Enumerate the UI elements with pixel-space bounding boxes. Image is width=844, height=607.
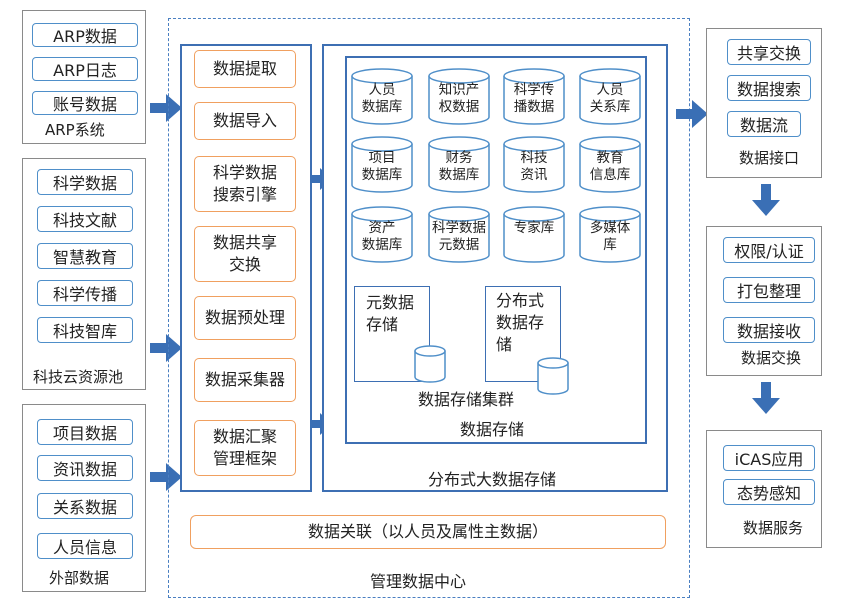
database-cylinder: 科学数据 元数据 bbox=[427, 206, 491, 264]
metadata-storage-label: 元数据 存储 bbox=[366, 293, 415, 334]
func-import: 数据导入 bbox=[194, 102, 296, 140]
packaging-item: 打包整理 bbox=[723, 277, 815, 303]
database-cylinder: 知识产 权数据 bbox=[427, 68, 491, 126]
database-label: 教育 信息库 bbox=[589, 150, 631, 183]
database-icon bbox=[503, 206, 565, 263]
arrow-func-to-storage-bottom bbox=[310, 413, 332, 435]
database-label: 知识产 权数据 bbox=[438, 82, 480, 115]
database-icon bbox=[351, 206, 413, 263]
database-cylinder: 资产 数据库 bbox=[350, 206, 414, 264]
data-storage-title: 数据存储 bbox=[460, 420, 525, 439]
data-receive-item: 数据接收 bbox=[723, 317, 815, 343]
account-data-item: 账号数据 bbox=[32, 91, 138, 115]
arrow-func-to-storage-top bbox=[310, 168, 332, 190]
relation-data-item: 关系数据 bbox=[37, 493, 133, 519]
database-cylinder: 教育 信息库 bbox=[578, 136, 642, 194]
science-data-item: 科学数据 bbox=[37, 169, 133, 195]
database-label: 科学数据 元数据 bbox=[432, 220, 486, 253]
sci-thinktank-item: 科技智库 bbox=[37, 317, 133, 343]
database-icon bbox=[579, 136, 641, 193]
data-stream-item: 数据流 bbox=[727, 111, 801, 137]
smart-education-item: 智慧教育 bbox=[37, 243, 133, 269]
database-cylinder: 项目 数据库 bbox=[350, 136, 414, 194]
data-service-title: 数据服务 bbox=[743, 519, 804, 537]
database-cylinder: 财务 数据库 bbox=[427, 136, 491, 194]
distributed-cylinder-icon bbox=[537, 357, 569, 395]
data-exchange-title: 数据交换 bbox=[741, 349, 802, 367]
arp-log-item: ARP日志 bbox=[32, 57, 138, 81]
database-label: 财务 数据库 bbox=[438, 150, 480, 183]
database-icon bbox=[579, 206, 641, 263]
database-icon bbox=[503, 136, 565, 193]
func-search-engine: 科学数据 搜索引擎 bbox=[194, 156, 296, 212]
arrow-cloud-to-center bbox=[150, 334, 182, 362]
func-share-exchange: 数据共享 交换 bbox=[194, 226, 296, 282]
func-aggregation-framework: 数据汇聚 管理框架 bbox=[194, 420, 296, 476]
data-service-group: iCAS应用 态势感知 数据服务 bbox=[706, 430, 822, 548]
distributed-storage-title: 分布式大数据存储 bbox=[428, 470, 557, 489]
icas-app-item: iCAS应用 bbox=[723, 445, 815, 471]
data-association-bar: 数据关联（以人员及属性主数据） bbox=[190, 515, 666, 549]
data-exchange-group: 权限/认证 打包整理 数据接收 数据交换 bbox=[706, 226, 822, 376]
sci-communication-item: 科学传播 bbox=[37, 280, 133, 306]
arrow-arp-to-center bbox=[150, 94, 182, 122]
func-collector: 数据采集器 bbox=[194, 358, 296, 402]
arrow-external-to-center bbox=[150, 463, 182, 491]
database-icon bbox=[428, 206, 490, 263]
database-label: 科学传 播数据 bbox=[513, 82, 555, 115]
database-label: 科技 资讯 bbox=[520, 150, 548, 183]
database-cylinder: 科技 资讯 bbox=[502, 136, 566, 194]
database-cylinder: 专家库 bbox=[502, 206, 566, 264]
database-label: 项目 数据库 bbox=[361, 150, 403, 183]
database-icon bbox=[351, 68, 413, 125]
storage-cluster-title: 数据存储集群 bbox=[418, 390, 515, 409]
distributed-storage-label: 分布式 数据存 储 bbox=[496, 291, 545, 354]
project-data-item: 项目数据 bbox=[37, 419, 133, 445]
arrow-center-to-interface bbox=[676, 100, 708, 128]
database-label: 人员 关系库 bbox=[589, 82, 631, 115]
metadata-cylinder-icon bbox=[414, 345, 446, 383]
share-exchange-item: 共享交换 bbox=[727, 39, 811, 65]
data-interface-group: 共享交换 数据搜索 数据流 数据接口 bbox=[706, 28, 822, 178]
database-icon bbox=[503, 68, 565, 125]
arrow-interface-to-exchange bbox=[752, 184, 780, 216]
management-data-center-title: 管理数据中心 bbox=[370, 572, 467, 591]
database-label: 资产 数据库 bbox=[361, 220, 403, 253]
news-data-item: 资讯数据 bbox=[37, 455, 133, 481]
management-data-center-frame bbox=[168, 18, 690, 598]
person-info-item: 人员信息 bbox=[37, 533, 133, 559]
arrow-exchange-to-service bbox=[752, 382, 780, 414]
arp-data-item: ARP数据 bbox=[32, 23, 138, 47]
func-extract: 数据提取 bbox=[194, 50, 296, 88]
data-search-item: 数据搜索 bbox=[727, 75, 811, 101]
arp-system-title: ARP系统 bbox=[45, 121, 105, 139]
cloud-resource-title: 科技云资源池 bbox=[33, 368, 124, 386]
database-icon bbox=[428, 68, 490, 125]
external-data-title: 外部数据 bbox=[49, 569, 110, 587]
external-data-group: 项目数据 资讯数据 关系数据 人员信息 外部数据 bbox=[22, 404, 146, 592]
database-cylinder: 多媒体 库 bbox=[578, 206, 642, 264]
database-cylinder: 人员 关系库 bbox=[578, 68, 642, 126]
database-icon bbox=[351, 136, 413, 193]
database-label: 人员 数据库 bbox=[361, 82, 403, 115]
data-interface-title: 数据接口 bbox=[739, 149, 800, 167]
database-icon bbox=[579, 68, 641, 125]
arp-system-group: ARP数据 ARP日志 账号数据 ARP系统 bbox=[22, 10, 146, 144]
cloud-resource-group: 科学数据 科技文献 智慧教育 科学传播 科技智库 科技云资源池 bbox=[22, 158, 146, 390]
database-cylinder: 科学传 播数据 bbox=[502, 68, 566, 126]
database-label: 专家库 bbox=[513, 220, 555, 236]
database-label: 多媒体 库 bbox=[589, 220, 631, 253]
database-icon bbox=[428, 136, 490, 193]
func-preprocess: 数据预处理 bbox=[194, 296, 296, 340]
database-cylinder: 人员 数据库 bbox=[350, 68, 414, 126]
auth-item: 权限/认证 bbox=[723, 237, 815, 263]
situation-awareness-item: 态势感知 bbox=[723, 479, 815, 505]
sci-literature-item: 科技文献 bbox=[37, 206, 133, 232]
